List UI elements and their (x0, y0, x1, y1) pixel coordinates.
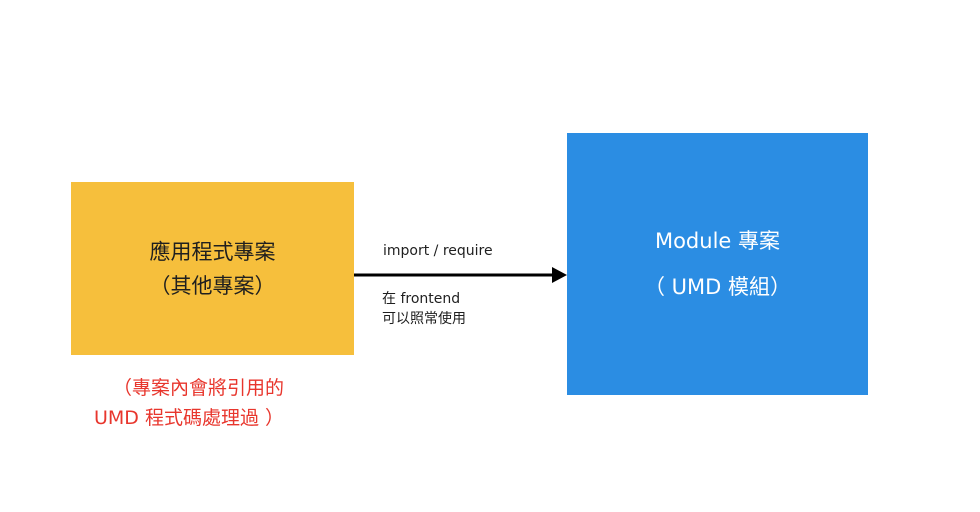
module-box-title: Module 專案 (654, 229, 781, 253)
module-project-box: Module 專案 （ UMD 模組） (567, 133, 868, 395)
note-line1: （專案內會將引用的 (113, 377, 285, 399)
application-project-box: 應用程式專案 （其他專案） (71, 182, 354, 355)
app-box-title: 應用程式專案 (149, 239, 276, 264)
arrow-head-icon (552, 267, 567, 283)
arrow-label-usage-line1: 在 frontend (382, 291, 461, 307)
arrow-label-usage-line2: 可以照常使用 (382, 311, 466, 327)
dependency-arrow (354, 267, 567, 283)
app-box-subtitle: （其他專案） (149, 273, 276, 298)
arrow-label-import: import / require (383, 243, 493, 259)
module-box-subtitle: （ UMD 模組） (643, 275, 791, 299)
note-line2: UMD 程式碼處理過 ） (94, 407, 285, 429)
processing-note: （專案內會將引用的 UMD 程式碼處理過 ） (94, 373, 284, 433)
arrow-label-usage: 在 frontend 可以照常使用 (382, 289, 466, 329)
